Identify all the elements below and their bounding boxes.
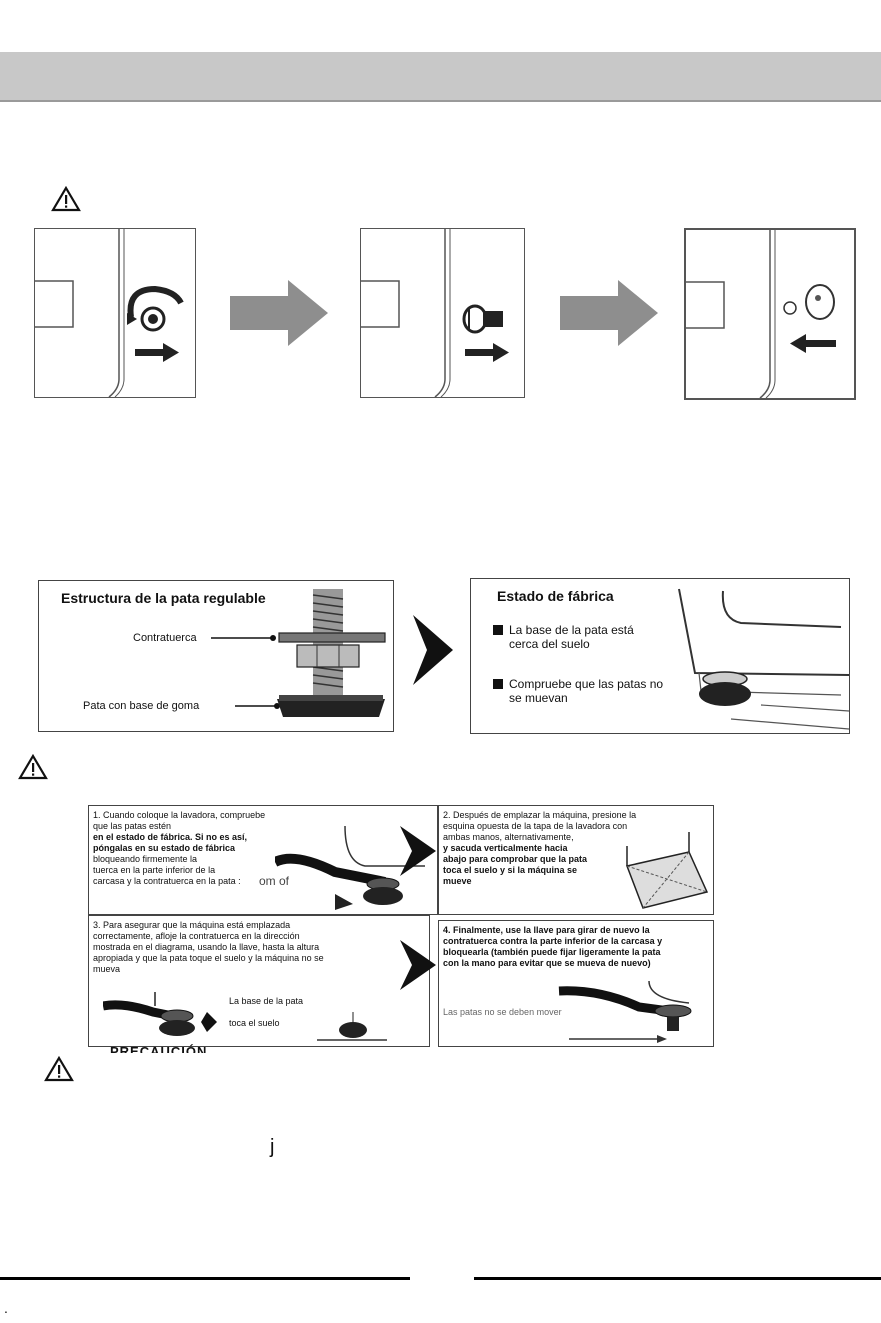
leveling-step-3: 3. Para asegurar que la máquina está emp… (88, 915, 430, 1047)
factory-bullet-2: Compruebe que las patas no se muevan (493, 677, 663, 705)
step-3-text: 3. Para asegurar que la máquina está emp… (93, 920, 324, 974)
transport-bolt-step-1 (34, 228, 196, 398)
transport-bolt-step-2 (360, 228, 525, 398)
tighten-locknut-illustration (558, 981, 692, 1043)
factory-state-panel: Estado de fábrica La base de la pata est… (470, 578, 850, 734)
warning-icon (44, 1056, 74, 1082)
press-corner-illustration (625, 832, 709, 909)
leg-structure-panel: Estructura de la pata regulable Contratu… (38, 580, 394, 732)
stray-glyph: j (270, 1136, 275, 1158)
leveling-step-2: 2. Después de emplazar la máquina, presi… (438, 805, 714, 915)
arrow-right-icon (230, 280, 328, 346)
leveling-step-4: 4. Finalmente, use la llave para girar d… (438, 920, 714, 1047)
warning-icon (51, 186, 81, 212)
footer-rule-right (474, 1277, 881, 1280)
bolt-extraction-illustration (361, 229, 509, 398)
leg-structure-diagram (211, 589, 386, 717)
footer-rule-left (0, 1277, 410, 1280)
leg-structure-title: Estructura de la pata regulable (61, 590, 266, 606)
chevron-right-icon (400, 826, 436, 876)
bolt-removal-illustration (35, 229, 184, 398)
chevron-right-icon (413, 615, 453, 685)
bullet-square-icon (493, 625, 503, 635)
locknut-label: Contratuerca (133, 632, 197, 644)
stray-text: om of (259, 874, 290, 888)
warning-icon (18, 754, 48, 780)
step-4-text: 4. Finalmente, use la llave para girar d… (443, 925, 663, 968)
leveling-step-1: 1. Cuando coloque la lavadora, compruebe… (88, 805, 438, 915)
chevron-right-icon (400, 940, 436, 990)
transport-bolt-step-3 (684, 228, 856, 400)
footer-dot: . (4, 1300, 8, 1316)
bullet-square-icon (493, 679, 503, 689)
factory-bullet-1: La base de la pata está cerca del suelo (493, 623, 634, 651)
rubber-foot-label: Pata con base de goma (83, 700, 200, 712)
step-1-text: 1. Cuando coloque la lavadora, compruebe… (93, 810, 266, 886)
factory-state-title: Estado de fábrica (497, 588, 614, 604)
loosen-locknut-illustration (103, 992, 217, 1036)
cap-insert-illustration (686, 230, 836, 399)
washer-foot-illustration (678, 588, 849, 730)
caution-heading-partial: PRECAUCIÓN (110, 1044, 208, 1053)
foot-touching-floor-illustration (317, 1012, 387, 1041)
section-header-bar (0, 52, 881, 102)
step-2-text: 2. Después de emplazar la máquina, presi… (443, 810, 637, 886)
step-3-caption: La base de la pata toca el suelo (229, 996, 304, 1028)
wrench-locknut-illustration (275, 825, 425, 910)
step-4-caption: Las patas no se deben mover (443, 1007, 562, 1017)
arrow-right-icon (560, 280, 658, 346)
